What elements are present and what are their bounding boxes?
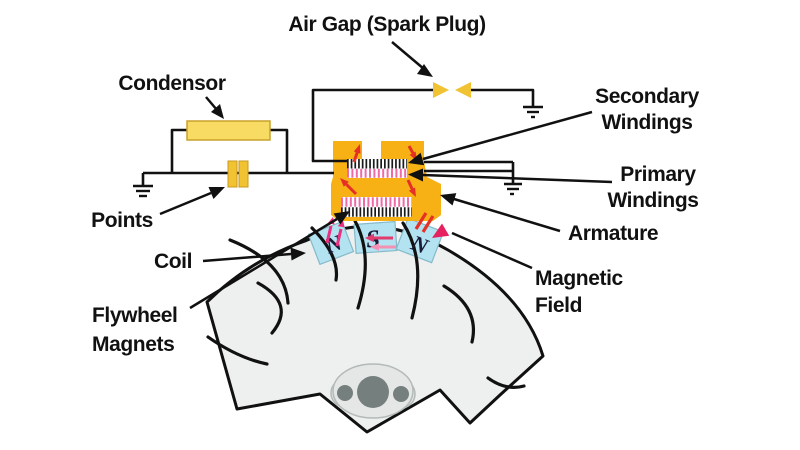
leader-air-gap <box>391 41 433 77</box>
label-magnetic-field-line2: Field <box>535 294 582 317</box>
armature <box>331 140 441 221</box>
rotation-arrow-light <box>370 243 396 251</box>
leader-secondary-windings <box>408 110 593 166</box>
spark-gap-electrode-left <box>433 82 449 98</box>
ground-symbol-primary <box>504 182 522 196</box>
label-flywheel-magnets-line2: Magnets <box>92 333 174 356</box>
core-flux-arrow-down-right-lower <box>406 179 416 197</box>
label-magnetic-field-line1: Magnetic <box>535 267 624 290</box>
spark-gap-electrode-right <box>455 82 471 98</box>
condensor-component <box>186 120 271 141</box>
core-flux-arrow-up-left <box>352 144 361 163</box>
label-secondary-windings-line2: Windings <box>601 111 692 134</box>
hub-bolt-hole-right <box>393 386 409 402</box>
coil-lower-windings <box>341 197 412 217</box>
label-flywheel-magnets-line1: Flywheel <box>92 304 178 327</box>
hub-center-bore <box>357 376 389 408</box>
hub-bolt-hole-left <box>337 385 353 401</box>
wire-condensor-right <box>270 128 289 173</box>
core-flux-arrow-up-left-lower <box>340 178 358 196</box>
ground-symbol-sparkplug <box>523 105 543 119</box>
rotation-arrow-dark <box>365 233 393 243</box>
wire-secondary-to-sparkgap <box>311 88 433 163</box>
wire-sparkgap-to-ground <box>471 88 535 106</box>
label-secondary-windings-line1: Secondary <box>595 85 699 108</box>
leader-primary-windings <box>408 168 613 184</box>
label-condensor: Condensor <box>118 72 225 95</box>
fin <box>256 281 283 335</box>
leader-condensor <box>205 96 224 119</box>
flux-arrows <box>325 144 435 251</box>
label-primary-windings-line1: Primary <box>620 163 696 186</box>
label-points: Points <box>91 209 153 232</box>
flywheel-hub <box>330 363 416 419</box>
flywheel <box>205 225 545 434</box>
fin <box>228 238 290 305</box>
coil-upper-windings <box>347 159 407 178</box>
text-labels: Air Gap (Spark Plug) Condensor Points Co… <box>91 13 700 356</box>
leader-magnetic-field <box>432 223 533 270</box>
label-air-gap: Air Gap (Spark Plug) <box>288 13 485 36</box>
leader-points <box>159 187 225 216</box>
fin <box>486 376 526 389</box>
label-primary-windings-line2: Windings <box>607 189 698 212</box>
wire-condensor-left <box>170 128 187 173</box>
ground-symbol-points <box>133 184 153 198</box>
armature-core-notch <box>362 140 381 161</box>
fin <box>206 335 269 366</box>
spark-gap-symbol <box>433 82 471 98</box>
fin <box>401 221 420 320</box>
fin <box>442 284 475 344</box>
magnetic-field-arrowhead <box>432 223 450 238</box>
leader-flywheel-magnets <box>189 211 350 310</box>
leader-lines <box>159 41 613 310</box>
label-coil: Coil <box>154 250 192 273</box>
magnet-left <box>307 220 355 266</box>
label-armature: Armature <box>568 222 658 245</box>
leader-armature <box>440 193 561 233</box>
points-component <box>227 160 249 188</box>
magnet-flux-slashes-right <box>414 212 435 233</box>
fin <box>353 219 367 310</box>
